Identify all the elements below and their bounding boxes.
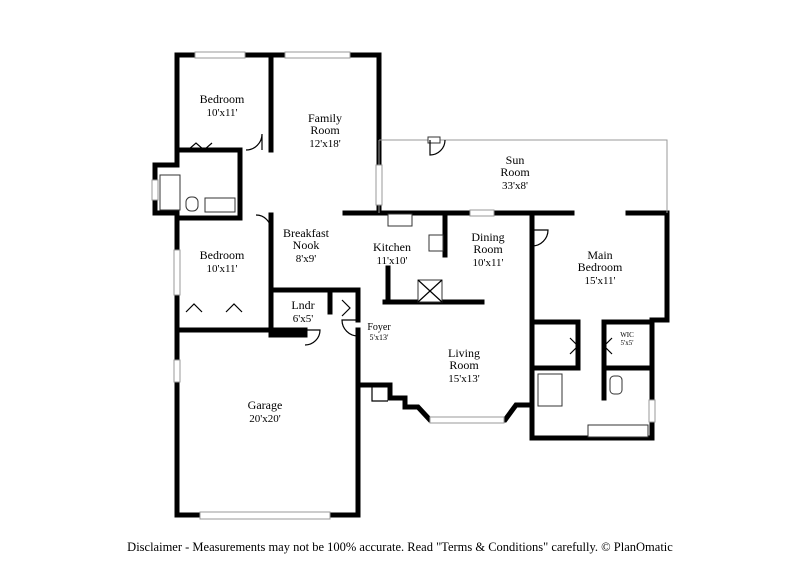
closet-bifolds [185,142,613,355]
sun-room-window [427,136,441,144]
room-kitchen-dims: 11'x10' [376,255,407,267]
room-foyer-name: Foyer [367,322,391,333]
window-living-bay [429,416,505,424]
bathtub [159,174,181,211]
wall-laundry [268,287,361,323]
room-dining-name-2: Room [473,242,503,256]
door-front-entry [371,385,388,402]
window-bedroom-north [194,51,246,59]
room-wic-dims: 5'x5' [620,339,633,347]
door-bedroom-2 [245,133,263,151]
room-kitchen-name: Kitchen [373,240,411,254]
wall-north-bedroom-family [174,52,382,213]
windows [151,51,656,520]
door-main-bedroom [531,229,549,247]
room-foyer-dims: 5'x13' [370,333,389,342]
window-bath-west [151,179,159,201]
toilet [185,196,199,212]
room-family-dims: 12'x18' [309,138,340,150]
door-sun-room [429,139,446,156]
fixtures [159,174,649,438]
main-shower [537,373,563,407]
room-living-name-2: Room [449,358,479,372]
room-main-name-1: Main [587,248,612,262]
room-sun-name-2: Room [500,165,530,179]
room-laundry-name: Lndr [291,298,314,312]
window-family-east [375,164,383,206]
main-vanity [587,424,649,438]
room-family-name-2: Room [310,123,340,137]
door-laundry [304,329,321,346]
room-labels: Bedroom 10'x11' Family Room 12'x18' Sun … [200,92,634,425]
room-main-name-2: Bedroom [578,260,623,274]
room-bedroom-2-name: Bedroom [200,92,245,106]
main-toilet [609,375,623,395]
room-bedroom-3-name: Bedroom [200,248,245,262]
window-dining-north [469,209,495,217]
room-wic-name: WIC [620,331,634,339]
room-sun-dims: 33'x8' [502,180,528,192]
room-nook-dims: 8'x9' [296,253,316,265]
window-garage-west [173,359,181,383]
door-bedroom-3 [255,214,272,231]
room-dining-name-1: Dining [471,230,504,244]
room-family-name-1: Family [308,111,342,125]
room-living-name-1: Living [448,346,480,360]
kitchen-sink [387,213,413,227]
room-garage-dims: 20'x20' [249,413,280,425]
wall-living-bay [387,382,535,423]
room-bedroom-3-dims: 10'x11' [206,263,237,275]
kitchen-range [428,234,444,252]
room-bedroom-2-dims: 10'x11' [206,107,237,119]
room-sun-name-1: Sun [506,153,525,167]
door-foyer [341,319,359,337]
window-family-north [284,51,351,59]
disclaimer-text: Disclaimer - Measurements may not be 100… [127,540,673,554]
room-garage-name: Garage [248,398,283,412]
room-main-dims: 15'x11' [584,275,615,287]
room-nook-name-1: Breakfast [283,226,330,240]
bath-vanity [204,197,236,213]
garage-door [199,511,331,520]
room-living-dims: 15'x13' [448,373,479,385]
window-main-bath [648,399,656,423]
wall-main-closet [529,319,581,371]
doors [245,133,549,402]
room-nook-name-2: Nook [293,238,320,252]
window-bedroom-west [173,249,181,296]
room-dining-dims: 10'x11' [472,257,503,269]
room-laundry-dims: 6'x5' [293,313,313,325]
wall-bedroom-south [174,287,274,333]
